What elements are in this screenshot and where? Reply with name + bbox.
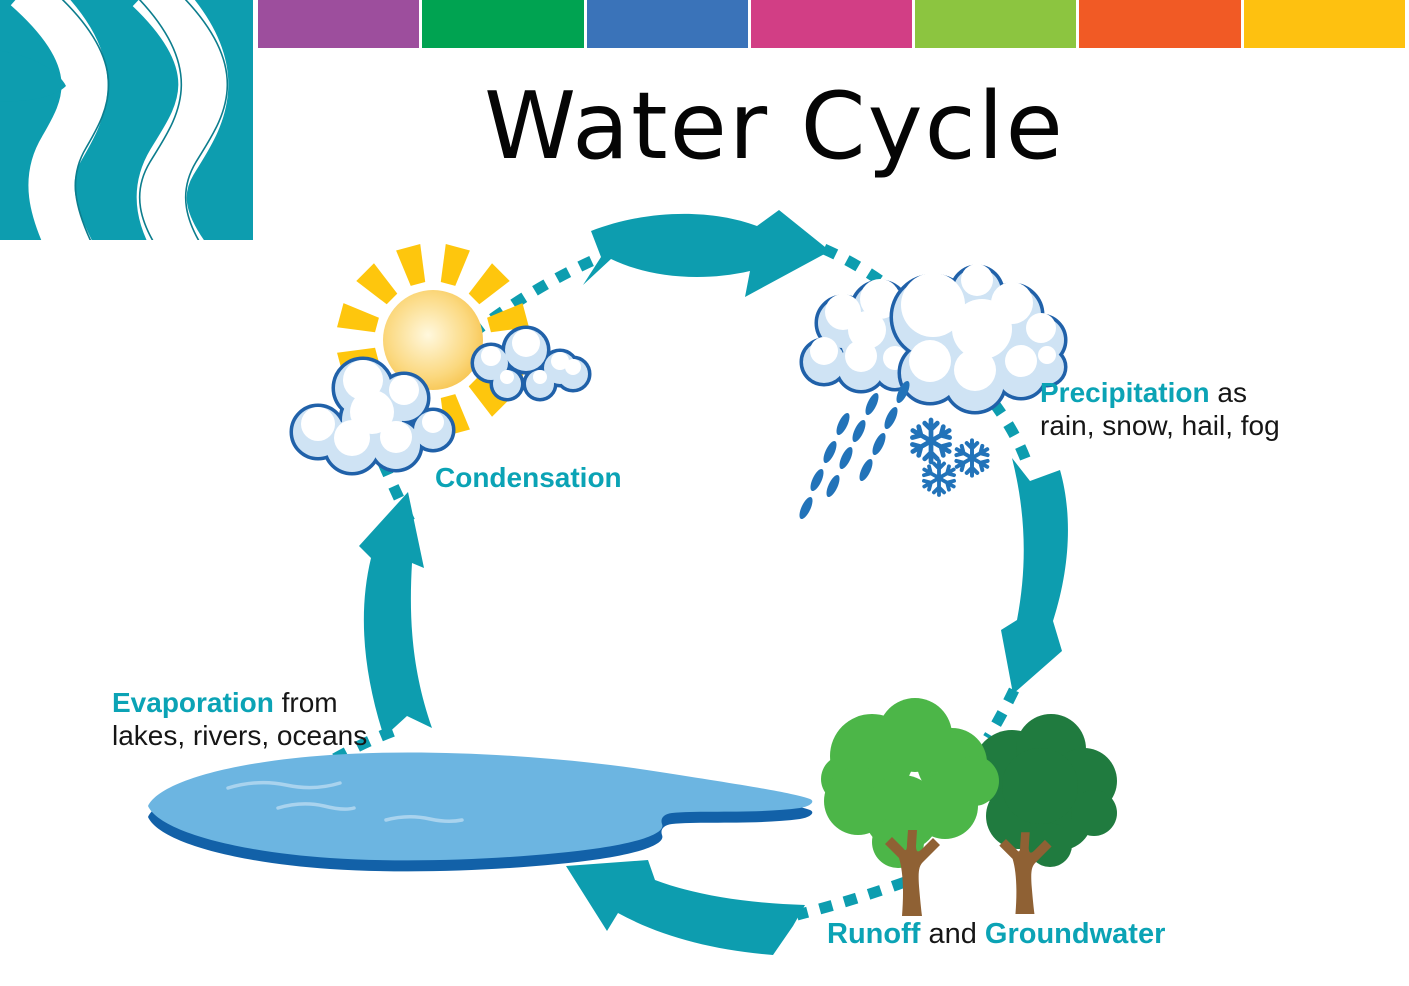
tree-trunk — [885, 830, 940, 916]
snowflake-icons — [910, 420, 992, 497]
tree-trunk — [999, 832, 1052, 914]
header-stripe — [586, 0, 748, 48]
sun-icon — [337, 244, 529, 436]
header-stripe — [1079, 0, 1241, 48]
condensation-clouds — [289, 325, 592, 476]
sun-disc — [383, 290, 483, 390]
arrow-precipitation-to-ground — [1001, 458, 1068, 694]
precipitation-term: Precipitation — [1040, 377, 1210, 408]
evaporation-label: Evaporation from lakes, rivers, oceans — [112, 686, 367, 752]
condensation-label: Condensation — [435, 461, 622, 494]
header-stripe — [422, 0, 584, 48]
teal-river-logo — [0, 0, 253, 240]
header-stripe — [750, 0, 913, 48]
header-stripe — [258, 0, 420, 48]
precipitation-rest: as — [1209, 377, 1247, 408]
precipitation-line1: Precipitation as — [1040, 376, 1280, 409]
arrow-runoff-to-lake — [566, 860, 805, 955]
rain-cloud — [799, 264, 1068, 415]
evaporation-term: Evaporation — [112, 687, 274, 718]
lake — [148, 752, 813, 872]
header-stripe — [1243, 0, 1405, 48]
precipitation-label: Precipitation as rain, snow, hail, fog — [1040, 376, 1280, 442]
runoff-and: and — [920, 918, 985, 950]
rain-drops-icon — [799, 380, 910, 520]
lake-waves — [226, 780, 464, 824]
cycle-arrows — [359, 210, 1068, 955]
tree-light-canopy — [821, 698, 999, 868]
trees — [821, 698, 1117, 916]
groundwater-term: Groundwater — [984, 918, 1166, 950]
page-title: Water Cycle — [484, 72, 1065, 180]
arrow-evaporation-to-condensation — [359, 492, 432, 737]
header-stripe — [915, 0, 1077, 48]
runoff-groundwater-label: Runoff and Groundwater — [827, 918, 1165, 951]
header-color-stripes — [258, 0, 1405, 48]
runoff-term: Runoff — [827, 918, 921, 950]
evaporation-line1: Evaporation from — [112, 686, 367, 719]
evaporation-line2: lakes, rivers, oceans — [112, 720, 368, 751]
precipitation-line2: rain, snow, hail, fog — [1040, 410, 1280, 441]
arrow-condensation-to-precipitation — [583, 210, 830, 297]
condensation-term: Condensation — [435, 462, 622, 493]
evaporation-rest: from — [273, 687, 338, 718]
